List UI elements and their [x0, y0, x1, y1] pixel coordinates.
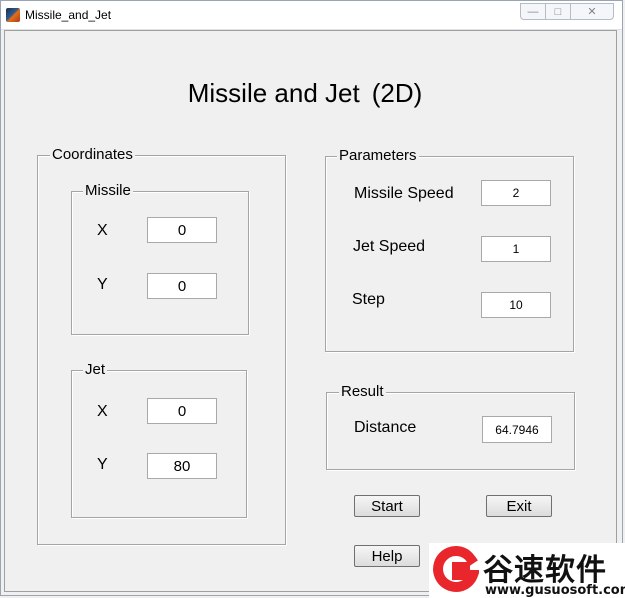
page-title-main: Missile and Jet — [187, 78, 360, 108]
step-label: Step — [352, 291, 385, 308]
step-input[interactable]: 10 — [481, 292, 551, 318]
parameters-panel: Parameters — [325, 148, 574, 352]
start-button[interactable]: Start — [354, 495, 420, 517]
minimize-button[interactable]: — — [520, 3, 546, 20]
result-panel-title: Result — [339, 383, 386, 400]
watermark: 谷速软件 www.gusuosoft.com — [429, 543, 625, 598]
jet-panel-title: Jet — [83, 361, 108, 378]
missile-y-label: Y — [97, 276, 108, 293]
title-bar[interactable]: Missile_and_Jet — □ ✕ — [1, 1, 622, 30]
missile-x-input[interactable]: 0 — [147, 217, 217, 243]
missile-speed-input[interactable]: 2 — [481, 180, 551, 206]
distance-label: Distance — [354, 419, 417, 436]
jet-x-input[interactable]: 0 — [147, 398, 217, 424]
jet-speed-label: Jet Speed — [353, 238, 426, 255]
page-title: Missile and Jet (2D) — [1, 78, 609, 109]
missile-panel-title: Missile — [83, 182, 133, 199]
result-panel: Result — [326, 384, 575, 470]
close-button[interactable]: ✕ — [570, 3, 614, 20]
exit-button[interactable]: Exit — [486, 495, 552, 517]
page-title-suffix: (2D) — [371, 78, 423, 108]
coordinates-panel-title: Coordinates — [50, 146, 135, 163]
watermark-logo-icon — [433, 546, 479, 592]
coordinates-panel: Coordinates — [37, 147, 286, 545]
window-title: Missile_and_Jet — [25, 8, 112, 22]
missile-panel: Missile — [71, 183, 249, 335]
watermark-brand: 谷速软件 — [483, 553, 607, 588]
distance-output: 64.7946 — [482, 416, 552, 443]
window-controls: — □ ✕ — [520, 3, 614, 21]
missile-x-label: X — [97, 222, 108, 239]
jet-panel: Jet — [71, 362, 247, 518]
maximize-button[interactable]: □ — [545, 3, 571, 20]
jet-x-label: X — [97, 403, 108, 420]
missile-y-input[interactable]: 0 — [147, 273, 217, 299]
jet-y-input[interactable]: 80 — [147, 453, 217, 479]
parameters-panel-title: Parameters — [337, 147, 419, 164]
missile-speed-label: Missile Speed — [354, 185, 454, 202]
watermark-url: www.gusuosoft.com — [485, 583, 625, 598]
matlab-icon — [6, 8, 20, 22]
jet-speed-input[interactable]: 1 — [481, 236, 551, 262]
jet-y-label: Y — [97, 456, 108, 473]
help-button[interactable]: Help — [354, 545, 420, 567]
